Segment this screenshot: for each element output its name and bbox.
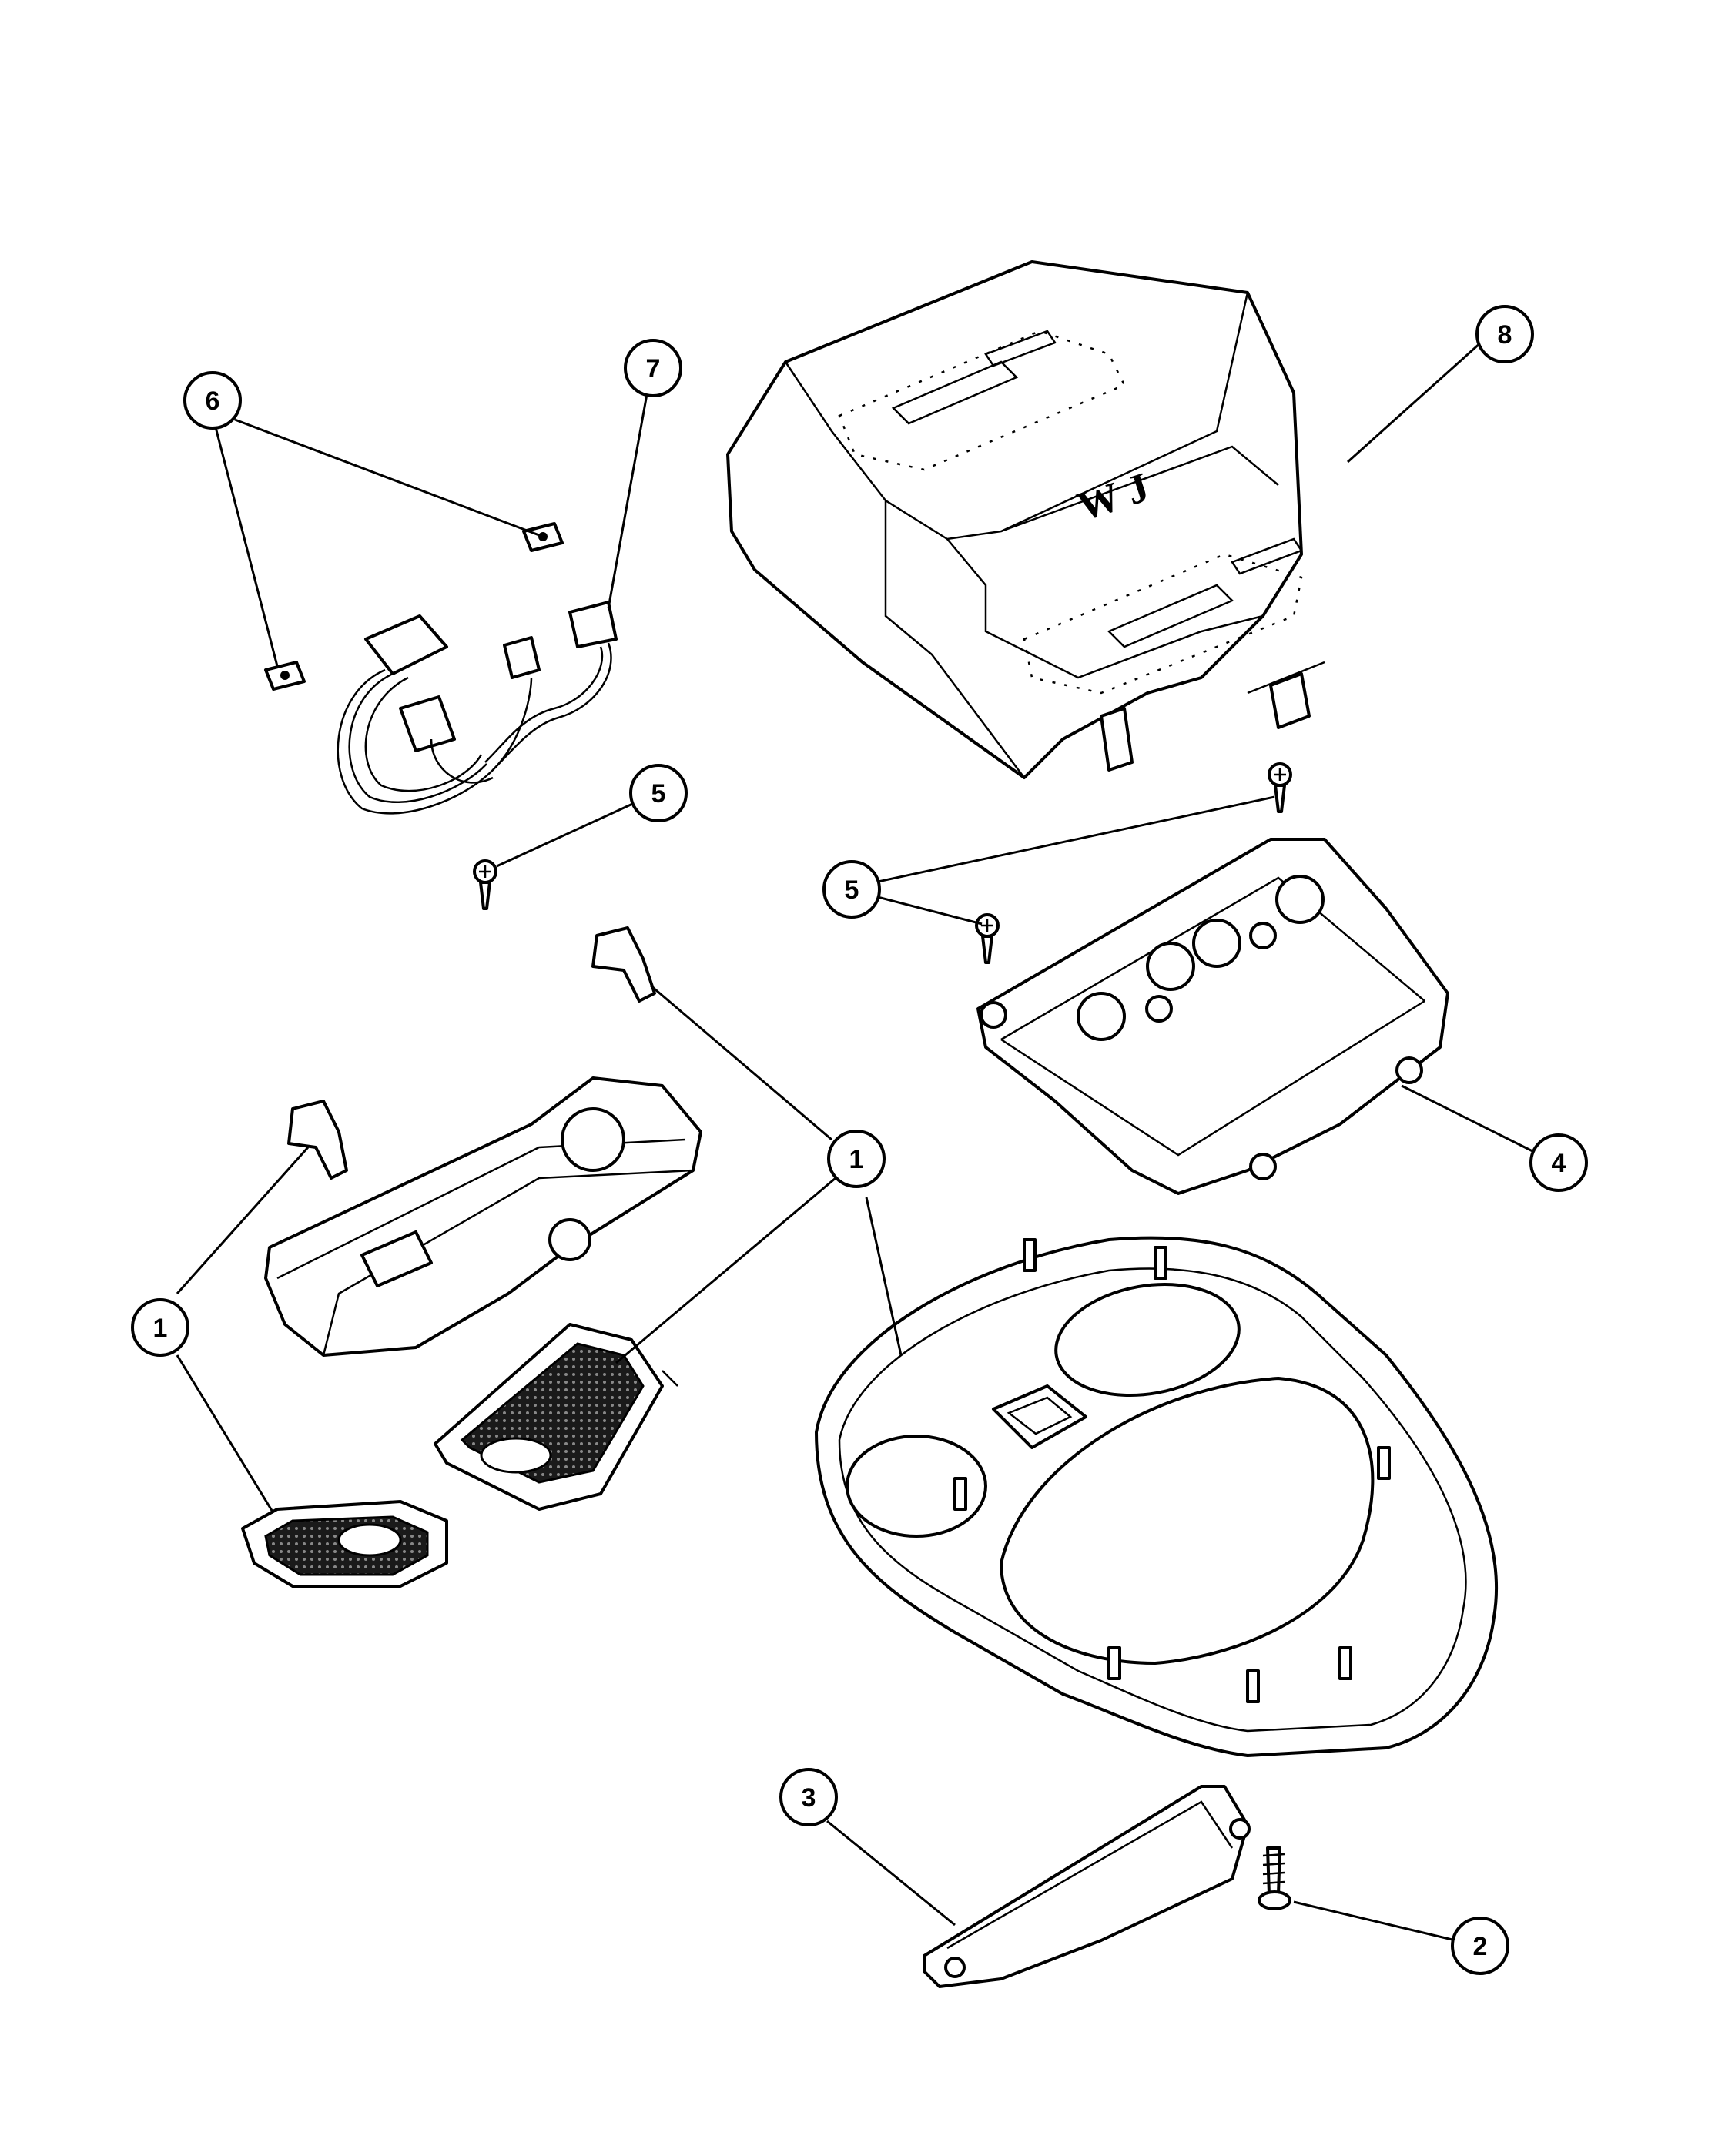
svg-text:5: 5 [845,875,859,905]
svg-text:4: 4 [1552,1149,1566,1178]
callout-1-left: 1 [131,1298,189,1357]
part-1-lamp-housing-left [264,1076,702,1357]
callout-4: 4 [1529,1133,1588,1192]
svg-text:2: 2 [1473,1932,1488,1961]
svg-text:5: 5 [651,779,666,808]
part-1-lens-left [241,1500,448,1588]
svg-text:1: 1 [849,1145,864,1174]
part-5-screw-mid [975,913,1000,964]
leader-lines [176,340,1533,1942]
part-1-bracket-right [591,926,656,1003]
part-6-clip-a [264,661,306,691]
callout-8: 8 [1475,305,1534,363]
callout-6: 6 [183,371,242,430]
part-1-lens-right [434,1323,678,1511]
part-6-clip-b [522,522,564,552]
part-4-module [976,838,1449,1195]
part-3-cover-plate [923,1785,1251,1988]
part-2-screw [1258,1846,1291,1910]
part-5-screw-top [1268,762,1292,813]
callout-2: 2 [1451,1917,1509,1975]
part-5-screw-left [473,859,497,910]
part-1-main-bezel [815,1236,1499,1757]
svg-text:7: 7 [646,354,661,383]
svg-text:1: 1 [153,1314,168,1343]
part-7-wiring-harness [337,601,618,815]
svg-text:6: 6 [206,387,220,416]
callout-5-left: 5 [629,764,688,822]
callout-1-right: 1 [827,1130,886,1188]
part-1-bracket-left [287,1100,348,1180]
callout-5-right: 5 [822,860,881,919]
svg-text:3: 3 [802,1783,816,1813]
svg-text:8: 8 [1498,320,1512,350]
part-8-console-housing: W J [726,260,1325,779]
callout-7: 7 [624,339,682,397]
callout-3: 3 [779,1768,838,1826]
